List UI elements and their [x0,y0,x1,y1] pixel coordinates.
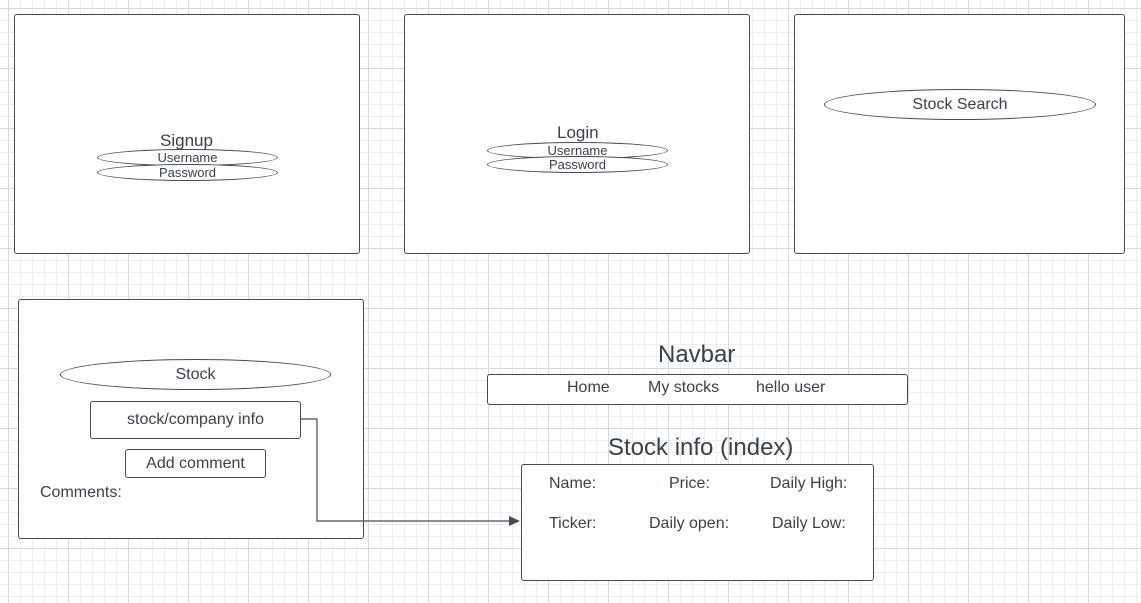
login-username-field[interactable]: Username [487,142,668,159]
stock-search-input[interactable]: Stock Search [824,89,1096,120]
stock-company-info-box[interactable]: stock/company info [90,401,301,439]
signup-frame: Signup Username Password [14,14,360,254]
stock-info-title: Stock info (index) [608,434,794,461]
nav-item-hello-user[interactable]: hello user [756,379,826,396]
field-daily-high: Daily High: [770,475,848,492]
connector-arrowhead [509,516,520,526]
stock-title-oval: Stock [60,359,331,390]
signup-password-field[interactable]: Password [97,164,278,181]
login-title: Login [557,123,599,142]
stock-search-frame: Stock Search [794,14,1125,254]
login-password-field[interactable]: Password [487,156,668,173]
field-daily-low: Daily Low: [772,515,846,532]
nav-item-my-stocks[interactable]: My stocks [648,379,720,396]
field-daily-open: Daily open: [649,515,730,532]
field-price: Price: [669,475,710,492]
add-comment-button[interactable]: Add comment [125,449,266,478]
comments-label: Comments: [40,484,122,501]
navbar-bar: Home My stocks hello user [487,374,908,405]
navbar-title: Navbar [658,341,736,368]
field-name: Name: [549,475,597,492]
nav-item-home[interactable]: Home [567,379,610,396]
login-frame: Login Username Password [404,14,750,254]
stock-info-box: Name: Price: Daily High: Ticker: Daily o… [521,464,874,581]
stock-page-frame: Stock stock/company info Add comment Com… [18,299,364,539]
field-ticker: Ticker: [549,515,597,532]
signup-title: Signup [160,131,213,150]
